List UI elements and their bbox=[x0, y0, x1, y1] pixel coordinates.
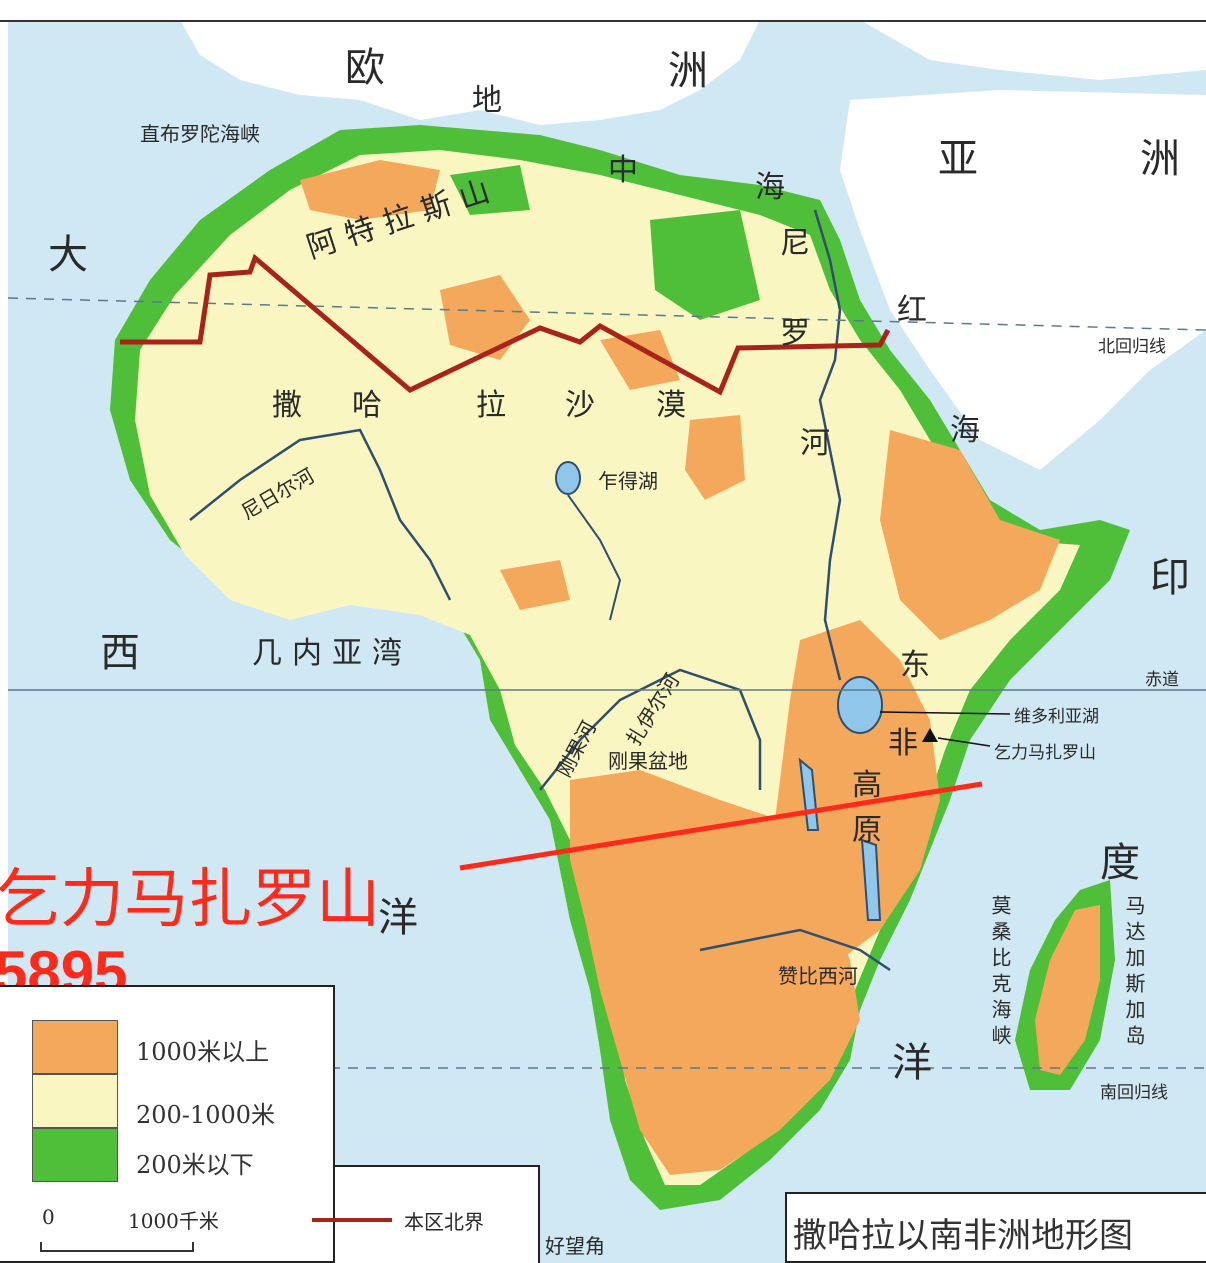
label-tropic-capricorn: 南回归线 bbox=[1100, 1083, 1168, 1103]
victoria-leader bbox=[879, 711, 1011, 715]
congo-river bbox=[539, 668, 762, 791]
label-nile-3: 河 bbox=[800, 426, 840, 461]
europe-landmass bbox=[180, 20, 760, 125]
kilimanjaro-marker bbox=[922, 728, 938, 742]
atlas-highland bbox=[300, 160, 440, 220]
label-gibraltar: 直布罗陀海峡 bbox=[140, 122, 260, 146]
label-mozambique: 莫桑比克海峡 bbox=[988, 895, 1012, 1051]
label-equator: 赤道 bbox=[1145, 670, 1179, 690]
label-red-sea-1: 红 bbox=[897, 293, 937, 328]
label-lake-chad: 乍得湖 bbox=[598, 469, 658, 493]
label-madagascar: 马达加斯加岛 bbox=[1122, 895, 1146, 1051]
boundary-key-line bbox=[312, 1218, 392, 1222]
label-atlantic-1: 大 bbox=[48, 232, 88, 278]
label-asia-1: 亚 bbox=[938, 136, 978, 182]
legend-swatch-plateau bbox=[32, 1074, 118, 1128]
label-indian-1: 印 bbox=[1150, 555, 1190, 601]
southern-plateau bbox=[570, 770, 860, 1175]
label-sahara-1: 撒 bbox=[272, 388, 312, 423]
label-mediterranean-2: 中 bbox=[608, 153, 648, 188]
chad-inflow bbox=[567, 494, 622, 621]
label-indian-2: 度 bbox=[1100, 840, 1140, 886]
label-east-africa-2: 非 bbox=[888, 726, 928, 761]
label-zambezi: 赞比西河 bbox=[778, 964, 858, 988]
kilimanjaro-leader bbox=[937, 737, 991, 747]
label-sahara-4: 沙 bbox=[565, 388, 605, 423]
scale-zero: 0 bbox=[42, 1205, 55, 1229]
top-border bbox=[0, 0, 1206, 22]
legend-label-highland: 1000米以上 bbox=[136, 1038, 270, 1066]
darfur-highland bbox=[685, 415, 745, 500]
lake-chad-shape bbox=[555, 461, 581, 495]
label-mediterranean-1: 地 bbox=[472, 83, 512, 118]
atlas-green bbox=[450, 165, 530, 215]
annotation-mountain-name: 乞力马扎罗山 bbox=[0, 863, 380, 937]
label-indian-3: 洋 bbox=[892, 1040, 932, 1086]
nile-river bbox=[813, 209, 842, 681]
lake-malawi-shape bbox=[860, 838, 882, 921]
europe-east-landmass bbox=[860, 20, 1206, 80]
ahaggar-highland bbox=[440, 275, 530, 360]
label-tropic-cancer: 北回归线 bbox=[1098, 337, 1166, 357]
label-red-sea-2: 海 bbox=[950, 413, 990, 448]
region-northern-boundary bbox=[120, 253, 891, 396]
map-title-box: 撒哈拉以南非洲地形图 bbox=[785, 1192, 1206, 1263]
label-europe-2: 洲 bbox=[668, 48, 708, 94]
niger-river bbox=[189, 428, 452, 601]
label-sahara-5: 漠 bbox=[656, 388, 696, 423]
zambezi-river bbox=[699, 928, 891, 972]
ethiopian-highland bbox=[880, 430, 1060, 640]
boundary-key-label: 本区北界 bbox=[404, 1210, 484, 1234]
scale-bar bbox=[40, 1242, 194, 1252]
asia-landmass bbox=[840, 90, 1206, 470]
label-sahara-3: 拉 bbox=[476, 388, 516, 423]
label-east-africa-4: 原 bbox=[852, 813, 892, 848]
nile-delta-green bbox=[650, 210, 760, 320]
legend-label-plateau: 200-1000米 bbox=[136, 1101, 275, 1129]
label-east-africa-1: 东 bbox=[900, 648, 940, 683]
label-nile-2: 罗 bbox=[780, 316, 820, 351]
madagascar-highland bbox=[1035, 905, 1100, 1075]
label-atlantic-2: 西 bbox=[100, 630, 140, 676]
label-nile-1: 尼 bbox=[780, 226, 820, 261]
lake-victoria-shape bbox=[837, 676, 883, 734]
label-guinea-gulf: 几内亚湾 bbox=[252, 636, 412, 671]
legend-swatch-highland bbox=[32, 1020, 118, 1074]
map-title: 撒哈拉以南非洲地形图 bbox=[793, 1216, 1133, 1256]
legend-label-lowland: 200米以下 bbox=[136, 1151, 254, 1179]
label-yang: 洋 bbox=[378, 895, 418, 941]
label-kilimanjaro: 乞力马扎罗山 bbox=[994, 743, 1096, 763]
label-europe-1: 欧 bbox=[345, 45, 385, 91]
legend-swatch-lowland bbox=[32, 1128, 118, 1182]
label-cape: 好望角 bbox=[545, 1234, 605, 1258]
label-sahara-2: 哈 bbox=[352, 388, 392, 423]
label-congo-basin: 刚果盆地 bbox=[608, 749, 688, 773]
cameroon-highland bbox=[500, 560, 570, 610]
scale-value: 1000千米 bbox=[128, 1209, 219, 1233]
label-asia-2: 洲 bbox=[1140, 136, 1180, 182]
label-mediterranean-3: 海 bbox=[755, 170, 795, 205]
annotation-pointer bbox=[459, 781, 983, 871]
legend-box: 1000米以上 200-1000米 200米以下 bbox=[0, 985, 335, 1263]
label-lake-victoria: 维多利亚湖 bbox=[1014, 707, 1099, 727]
label-east-africa-3: 高 bbox=[852, 768, 892, 803]
tibesti-highland bbox=[600, 330, 680, 390]
